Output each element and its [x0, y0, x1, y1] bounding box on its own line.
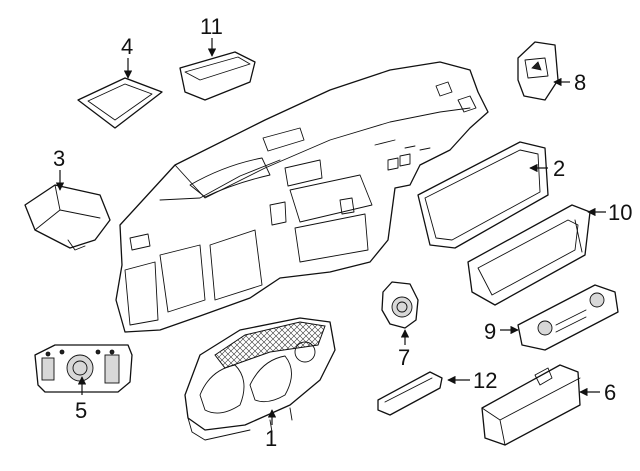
small-switch [517, 41, 559, 101]
callout-11: 11 [200, 14, 223, 39]
light-switch [34, 344, 133, 393]
callout-6: 6 [604, 380, 616, 405]
callout-10: 10 [608, 200, 632, 225]
callout-5: 5 [75, 398, 87, 423]
leader-lines [55, 38, 606, 425]
storage-bin [179, 51, 256, 101]
callout-4: 4 [121, 34, 133, 59]
callout-8: 8 [574, 70, 586, 95]
instrument-cluster [184, 317, 336, 441]
switch-strip [377, 371, 443, 416]
callout-12: 12 [473, 368, 497, 393]
callout-3: 3 [53, 146, 65, 171]
callout-7: 7 [398, 345, 410, 370]
trim-bezel [77, 77, 163, 129]
callout-labels: 1 2 3 4 5 6 7 8 9 10 11 12 [53, 14, 632, 451]
callout-2: 2 [553, 156, 565, 181]
callout-1: 1 [265, 426, 277, 451]
passenger-module [24, 184, 111, 251]
climate-control-panel [517, 284, 619, 351]
control-module [481, 364, 581, 446]
vent-bezel [467, 204, 591, 306]
dashboard-panel [115, 61, 489, 333]
start-button [381, 281, 419, 329]
callout-9: 9 [484, 319, 496, 344]
display-screen [417, 141, 549, 249]
